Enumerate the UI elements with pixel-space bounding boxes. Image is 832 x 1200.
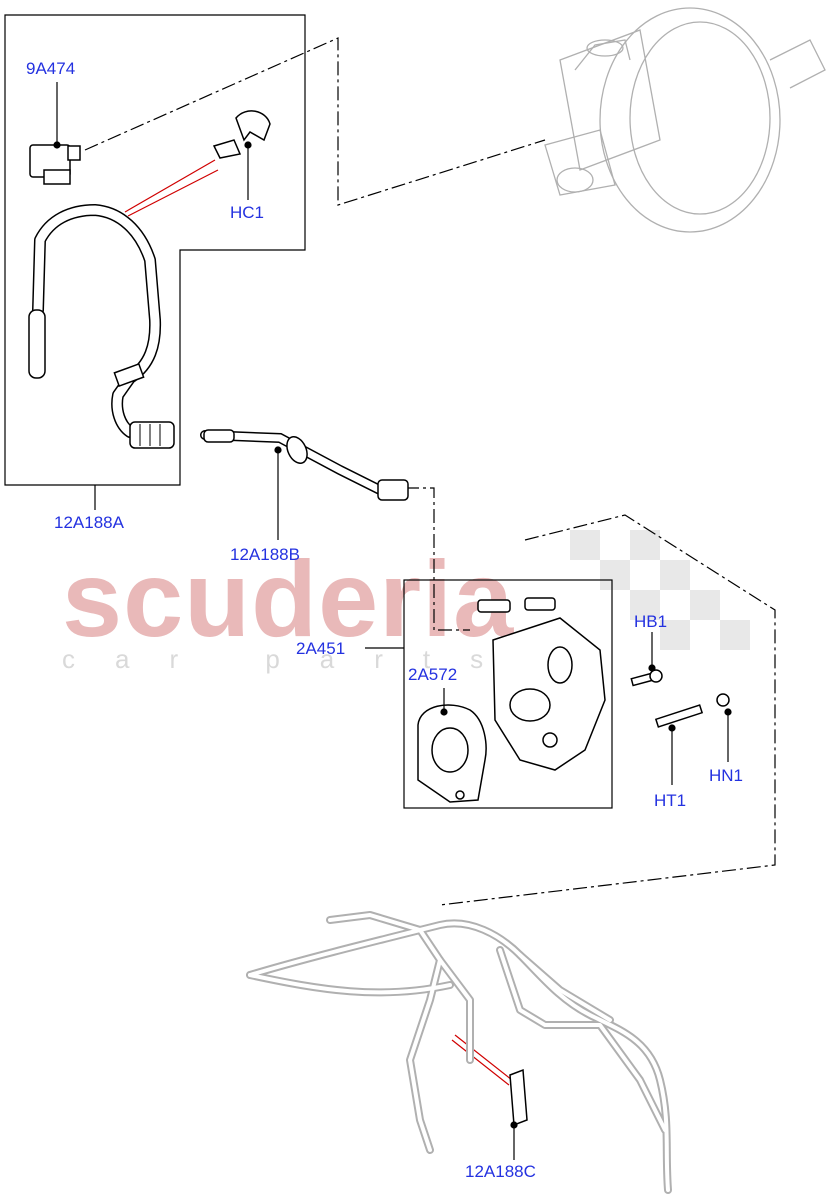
bolt-hb1 [630, 669, 663, 687]
hose-12a188a [28, 204, 175, 449]
checkered-flag-watermark [570, 530, 750, 650]
link-line-a [124, 159, 216, 213]
link-line-b [127, 169, 219, 217]
callout-hb1: HB1 [634, 612, 668, 631]
leader-lines [53, 82, 732, 1160]
brake-booster-ghost [544, 7, 826, 233]
callout-2a451: 2A451 [296, 639, 346, 658]
watermark-tagline: car parts [62, 644, 524, 674]
ref-line-pump-harness [439, 514, 776, 906]
callout-12a188a: 12A188A [54, 513, 124, 532]
sensor-9a474 [29, 144, 81, 185]
clip-hc1 [212, 110, 271, 159]
vacuum-pump-2a451 [477, 597, 606, 771]
pump-assembly-frame [403, 579, 613, 809]
ref-line-hose-pump [405, 487, 470, 631]
hose-12a188b [200, 429, 409, 501]
callout-2a572: 2A572 [408, 665, 458, 684]
callout-hn1: HN1 [709, 766, 744, 785]
stud-ht1 [654, 704, 704, 728]
link-line-c [454, 1034, 513, 1081]
nut-hn1 [716, 693, 730, 707]
upper-assembly-frame [4, 14, 306, 486]
callout-12a188c: 12A188C [465, 1162, 536, 1181]
callout-hc1: HC1 [230, 203, 265, 222]
harness-end-segment [509, 1068, 528, 1127]
link-line-d [451, 1039, 510, 1086]
ref-line-sensor-booster [84, 37, 546, 206]
callout-9a474: 9A474 [26, 59, 76, 78]
gasket-2a572 [417, 704, 487, 803]
callout-12a188b: 12A188B [230, 545, 300, 564]
vacuum-harness-outline [248, 913, 670, 1192]
callout-ht1: HT1 [654, 791, 687, 810]
watermark-brand: scuderia [62, 538, 515, 659]
